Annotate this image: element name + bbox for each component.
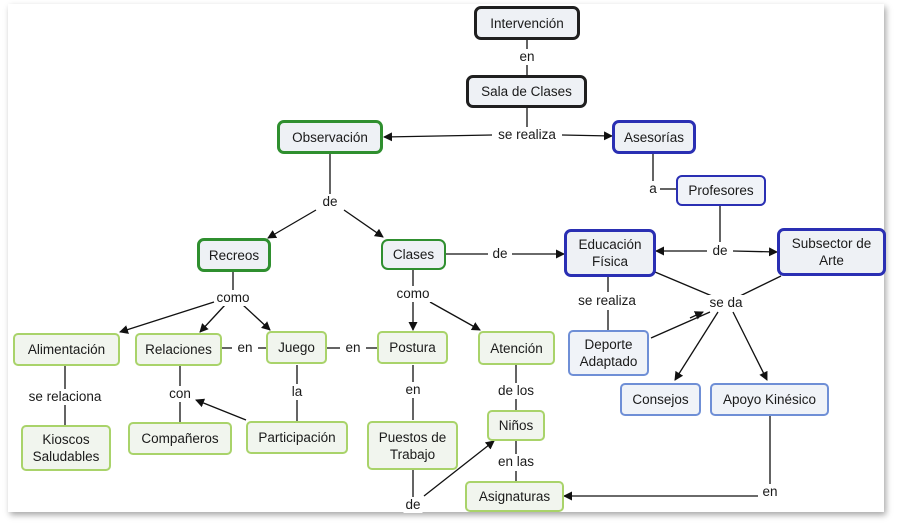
link-label-en: en: [235, 340, 255, 356]
node-puestos-de-trabajo[interactable]: Puestos de Trabajo: [367, 421, 458, 470]
link-label-se-da: se da: [707, 295, 745, 311]
link-label-como: como: [394, 286, 432, 302]
link-label-a: a: [647, 181, 659, 197]
node-juego[interactable]: Juego: [266, 331, 327, 364]
node-companeros[interactable]: Compañeros: [128, 422, 232, 455]
line-de-clases: [343, 209, 384, 238]
node-participacion[interactable]: Participación: [246, 421, 348, 454]
line-como-juego: [242, 304, 271, 331]
node-intervencion[interactable]: Intervención: [474, 6, 580, 40]
link-label-de-los: de los: [495, 383, 537, 399]
line-como-relaciones: [199, 304, 226, 333]
line-se-da-apoyo: [732, 311, 768, 381]
line-subsector-se-da: [739, 275, 782, 297]
node-asignaturas[interactable]: Asignaturas: [465, 481, 564, 512]
node-recreos[interactable]: Recreos: [197, 238, 271, 272]
node-apoyo-kinesico[interactable]: Apoyo Kinésico: [710, 383, 829, 416]
node-consejos[interactable]: Consejos: [620, 383, 701, 416]
link-label-como: como: [214, 290, 252, 306]
line-educacion-se-da: [654, 271, 713, 297]
node-subsector-de-arte[interactable]: Subsector de Arte: [777, 228, 886, 276]
line-de-ninos: [423, 440, 495, 497]
node-observacion[interactable]: Observación: [277, 120, 383, 154]
link-label-de: de: [403, 497, 423, 513]
link-label-en: en: [517, 49, 537, 65]
node-sala-de-clases[interactable]: Sala de Clases: [466, 75, 587, 108]
line-participacion-arrow: [195, 398, 247, 421]
link-label-en-las: en las: [495, 454, 537, 470]
link-label-de: de: [490, 246, 510, 262]
node-ninos[interactable]: Niños: [487, 410, 545, 441]
link-label-con: con: [167, 386, 193, 402]
link-label-de: de: [320, 194, 340, 210]
link-label-se-relaciona: se relaciona: [26, 389, 104, 405]
link-label-de: de: [710, 243, 730, 259]
line-se-da-arrow: [689, 311, 704, 320]
node-kioscos-saludables[interactable]: Kioscos Saludables: [21, 425, 111, 471]
link-label-en: en: [403, 382, 423, 398]
link-label-la: la: [289, 384, 305, 400]
line-como-atencion: [429, 301, 481, 331]
node-postura[interactable]: Postura: [377, 331, 448, 364]
node-deporte-adaptado[interactable]: Deporte Adaptado: [568, 330, 649, 376]
line-de-subsector: [732, 247, 778, 257]
line-se-da-deporte: [650, 311, 711, 339]
node-asesorias[interactable]: Asesorías: [612, 120, 696, 154]
link-label-en: en: [343, 340, 363, 356]
link-label-se-realiza: se realiza: [496, 127, 558, 143]
line-de-recreos: [267, 209, 317, 239]
line-como-alimentacion: [119, 301, 215, 334]
node-profesores[interactable]: Profesores: [676, 175, 766, 206]
node-clases[interactable]: Clases: [381, 239, 446, 270]
node-alimentacion[interactable]: Alimentación: [13, 333, 120, 366]
link-label-se-realiza: se realiza: [576, 293, 638, 309]
line-se-realiza-observacion: [383, 132, 493, 142]
node-relaciones[interactable]: Relaciones: [135, 333, 222, 366]
link-label-en: en: [760, 484, 780, 500]
node-atencion[interactable]: Atención: [478, 331, 555, 365]
node-educacion-fisica[interactable]: Educación Física: [564, 229, 656, 277]
line-se-realiza-asesorias: [561, 131, 613, 141]
line-se-da-consejos: [674, 311, 719, 381]
